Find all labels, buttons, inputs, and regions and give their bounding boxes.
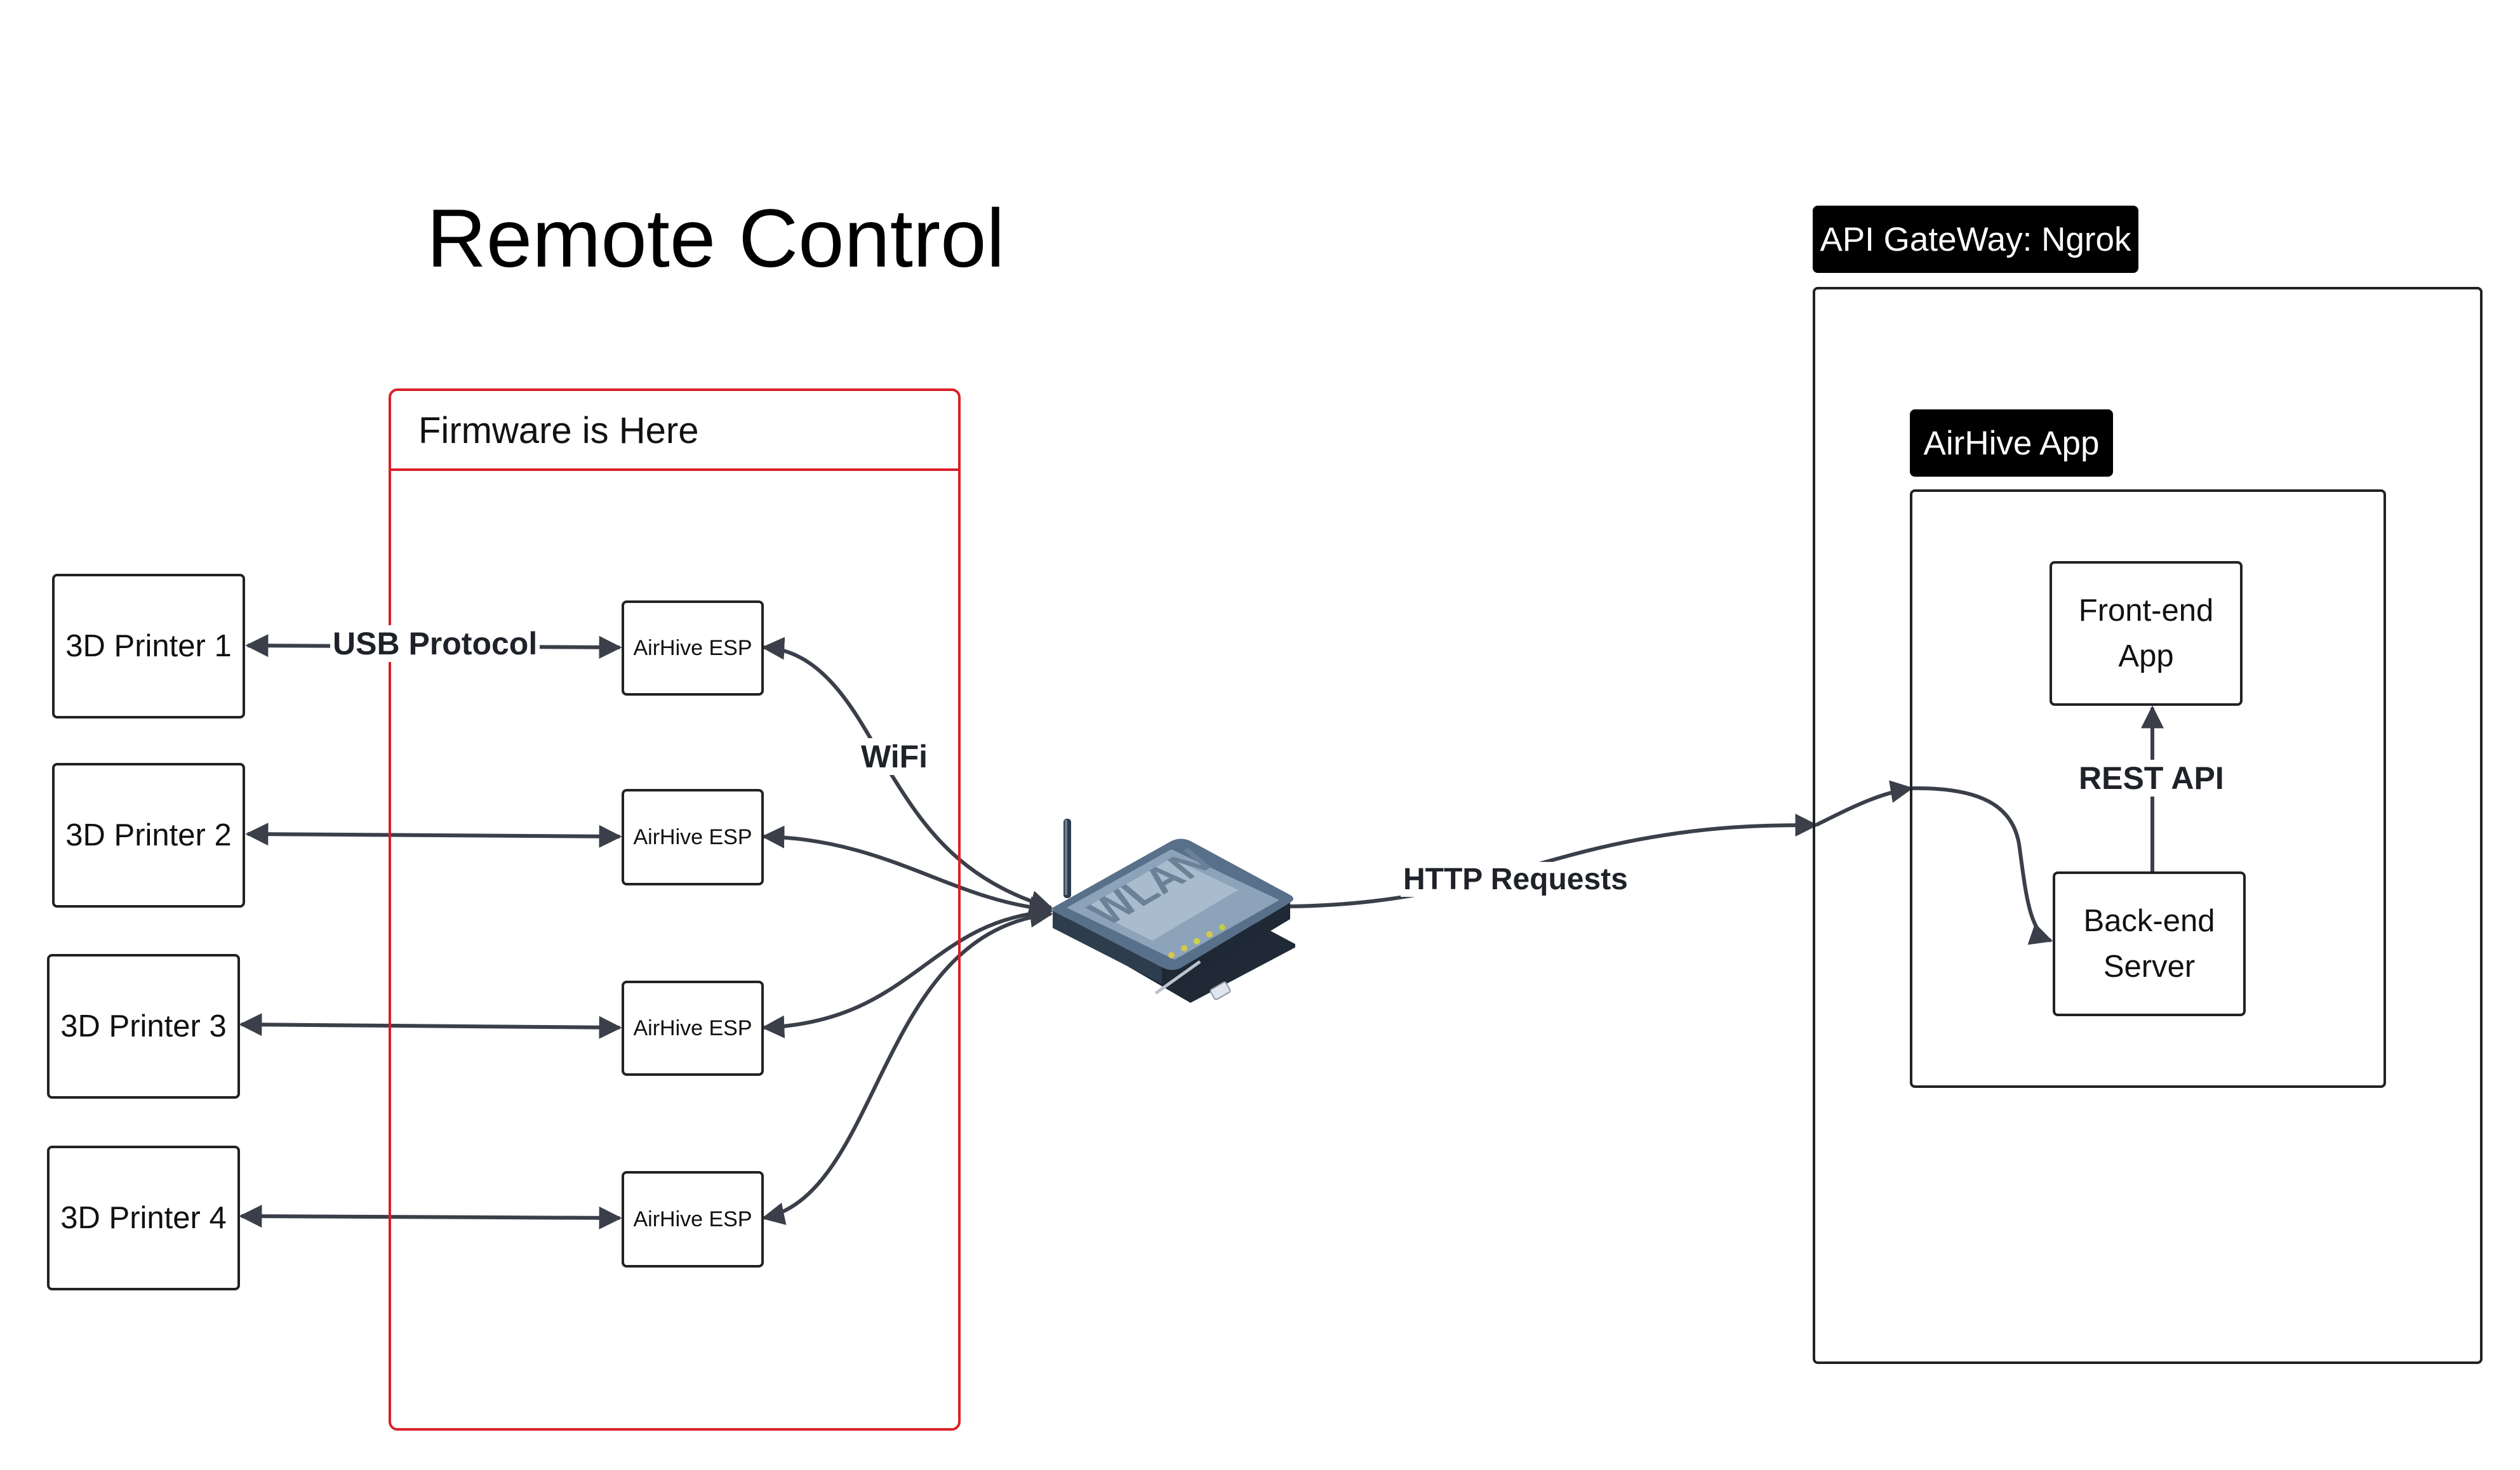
wlan-router-icon[interactable]: WLAN [1041,812,1295,1009]
wifi-link-4 [761,904,1053,1225]
esp-module-4[interactable]: AirHive ESP [622,1171,764,1268]
usb-link-2 [245,823,622,848]
frontend-line1: Front-end [2078,593,2214,628]
rest-api-label: REST API [2076,760,2227,797]
backend-server-node[interactable]: Back-end Server [2053,871,2246,1016]
gateway-to-app-link [1815,780,1914,827]
esp-module-3[interactable]: AirHive ESP [622,981,764,1076]
app-to-backend-link [1910,786,2053,945]
usb-link-4 [239,1205,622,1229]
firmware-zone-divider [389,468,961,471]
api-gateway-frame [1813,287,2483,1364]
airhive-app-frame [1910,489,2386,1088]
wifi-label: WiFi [858,738,931,775]
frontend-line2: App [2118,639,2174,673]
printer-1[interactable]: 3D Printer 1 [52,574,245,718]
backend-line1: Back-end [2083,904,2215,938]
printer-2[interactable]: 3D Printer 2 [52,763,245,908]
printer-3[interactable]: 3D Printer 3 [47,954,240,1099]
esp-module-4-label: AirHive ESP [633,1207,752,1231]
backend-line2: Server [2103,950,2196,984]
airhive-app-tag: AirHive App [1910,409,2113,477]
firmware-zone [389,388,961,1431]
firmware-zone-title: Firmware is Here [418,410,699,451]
esp-module-1-label: AirHive ESP [633,635,752,660]
esp-module-2[interactable]: AirHive ESP [622,789,764,885]
esp-module-3-label: AirHive ESP [633,1016,752,1040]
printer-1-label: 3D Printer 1 [65,629,232,663]
printer-3-label: 3D Printer 3 [60,1009,227,1043]
printer-4[interactable]: 3D Printer 4 [47,1146,240,1290]
printer-2-label: 3D Printer 2 [65,818,232,852]
usb-protocol-label: USB Protocol [330,625,540,662]
esp-module-2-label: AirHive ESP [633,824,752,849]
usb-link-3 [239,1013,622,1039]
frontend-app-node[interactable]: Front-end App [2050,561,2243,706]
esp-module-1[interactable]: AirHive ESP [622,600,764,696]
printer-4-label: 3D Printer 4 [60,1201,227,1235]
diagram-title: Remote Control [427,192,1005,284]
http-requests-label: HTTP Requests [1401,862,1630,897]
api-gateway-tag: API GateWay: Ngrok [1813,206,2138,273]
